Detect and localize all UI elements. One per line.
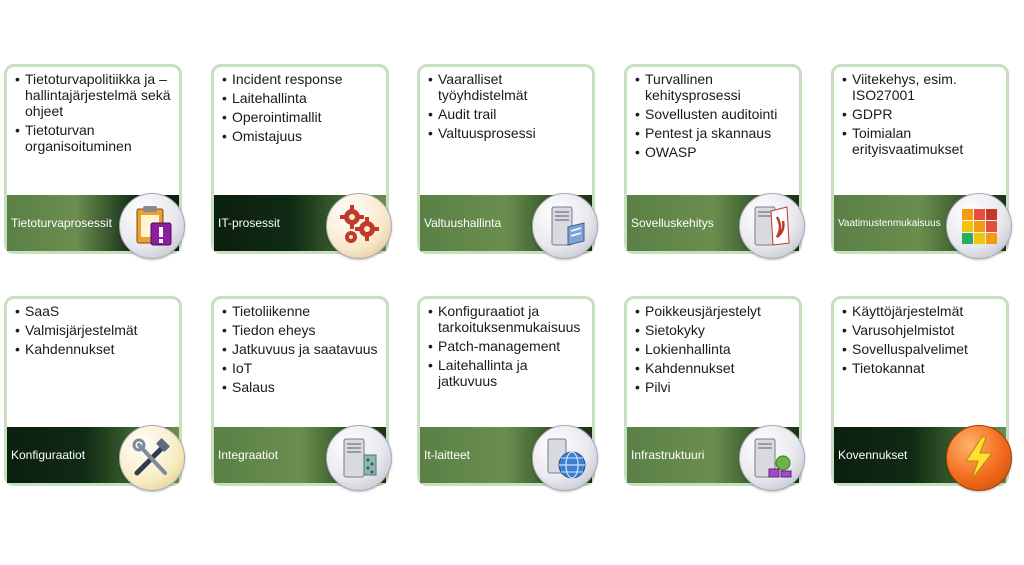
card-title: Infrastruktuuri	[631, 448, 705, 462]
list-item: Turvallinen kehitysprosessi	[635, 71, 795, 103]
list-item: Jatkuvuus ja saatavuus	[222, 341, 382, 357]
card-integraatiot: Tietoliikenne Tiedon eheys Jatkuvuus ja …	[211, 296, 392, 491]
list-item: Tietoturvan organisoituminen	[15, 122, 175, 154]
list-item: Tiedon eheys	[222, 322, 382, 338]
list-item: Laitehallinta	[222, 90, 382, 106]
list-item: OWASP	[635, 144, 795, 160]
card-title: It-laitteet	[424, 448, 471, 462]
list-item: Lokienhallinta	[635, 341, 795, 357]
lightning-icon	[946, 425, 1012, 491]
list-item: Salaus	[222, 379, 382, 395]
clipboard-alert-icon	[119, 193, 185, 259]
list-item: Kahdennukset	[15, 341, 175, 357]
card-items: Vaaralliset työyhdistelmät Audit trail V…	[420, 67, 592, 141]
document-pdf-icon	[739, 193, 805, 259]
server-network-icon	[326, 425, 392, 491]
card-kovennukset: Käyttöjärjestelmät Varusohjelmistot Sove…	[831, 296, 1012, 491]
card-items: Tietoturvapolitiikka ja –hallintajärjest…	[7, 67, 179, 154]
card-vaatimustenmukaisuus: Viitekehys, esim. ISO27001 GDPR Toimiala…	[831, 64, 1012, 259]
risk-matrix-icon	[946, 193, 1012, 259]
card-items: Viitekehys, esim. ISO27001 GDPR Toimiala…	[834, 67, 1006, 157]
list-item: Tietokannat	[842, 360, 1002, 376]
card-tietoturvaprosessit: Tietoturvapolitiikka ja –hallintajärjest…	[4, 64, 185, 259]
card-title: Valtuushallinta	[424, 216, 502, 230]
card-sovelluskehitys: Turvallinen kehitysprosessi Sovellusten …	[624, 64, 805, 259]
list-item: Kahdennukset	[635, 360, 795, 376]
list-item: Audit trail	[428, 106, 588, 122]
list-item: Patch-management	[428, 338, 588, 354]
globe-icon	[532, 425, 598, 491]
list-item: Omistajuus	[222, 128, 382, 144]
list-item: Sovelluspalvelimet	[842, 341, 1002, 357]
list-item: SaaS	[15, 303, 175, 319]
card-items: Turvallinen kehitysprosessi Sovellusten …	[627, 67, 799, 160]
list-item: Sovellusten auditointi	[635, 106, 795, 122]
card-title: Tietoturvaprosessit	[11, 216, 112, 230]
tools-icon	[119, 425, 185, 491]
card-it-prosessit: Incident response Laitehallinta Operoint…	[211, 64, 392, 259]
list-item: Toimialan erityisvaatimukset	[842, 125, 1002, 157]
list-item: IoT	[222, 360, 382, 376]
server-document-icon	[532, 193, 598, 259]
card-valtuushallinta: Vaaralliset työyhdistelmät Audit trail V…	[417, 64, 598, 259]
card-title: Konfiguraatiot	[11, 448, 86, 462]
card-title: IT-prosessit	[218, 216, 281, 230]
list-item: Varusohjelmistot	[842, 322, 1002, 338]
list-item: Incident response	[222, 71, 382, 87]
list-item: Laitehallinta ja jatkuvuus	[428, 357, 588, 389]
list-item: Sietokyky	[635, 322, 795, 338]
card-infrastruktuuri: Poikkeusjärjestelyt Sietokyky Lokienhall…	[624, 296, 805, 491]
list-item: Tietoliikenne	[222, 303, 382, 319]
list-item: Valtuusprosessi	[428, 125, 588, 141]
list-item: GDPR	[842, 106, 1002, 122]
list-item: Konfiguraatiot ja tarkoituksenmukaisuus	[428, 303, 588, 335]
list-item: Tietoturvapolitiikka ja –hallintajärjest…	[15, 71, 175, 119]
list-item: Pentest ja skannaus	[635, 125, 795, 141]
card-items: Tietoliikenne Tiedon eheys Jatkuvuus ja …	[214, 299, 386, 395]
card-title: Integraatiot	[218, 448, 279, 462]
list-item: Valmisjärjestelmät	[15, 322, 175, 338]
list-item: Operointimallit	[222, 109, 382, 125]
card-items: Käyttöjärjestelmät Varusohjelmistot Sove…	[834, 299, 1006, 376]
card-title: Sovelluskehitys	[631, 216, 714, 230]
list-item: Viitekehys, esim. ISO27001	[842, 71, 1002, 103]
list-item: Pilvi	[635, 379, 795, 395]
card-items: Poikkeusjärjestelyt Sietokyky Lokienhall…	[627, 299, 799, 395]
server-connection-icon	[739, 425, 805, 491]
card-items: Incident response Laitehallinta Operoint…	[214, 67, 386, 144]
card-items: Konfiguraatiot ja tarkoituksenmukaisuus …	[420, 299, 592, 389]
gears-icon	[326, 193, 392, 259]
card-konfiguraatiot: SaaS Valmisjärjestelmät Kahdennukset Kon…	[4, 296, 185, 491]
card-title: Vaatimustenmukaisuus	[838, 217, 941, 229]
list-item: Poikkeusjärjestelyt	[635, 303, 795, 319]
list-item: Käyttöjärjestelmät	[842, 303, 1002, 319]
card-items: SaaS Valmisjärjestelmät Kahdennukset	[7, 299, 179, 357]
list-item: Vaaralliset työyhdistelmät	[428, 71, 588, 103]
card-it-laitteet: Konfiguraatiot ja tarkoituksenmukaisuus …	[417, 296, 598, 491]
card-title: Kovennukset	[838, 448, 908, 462]
